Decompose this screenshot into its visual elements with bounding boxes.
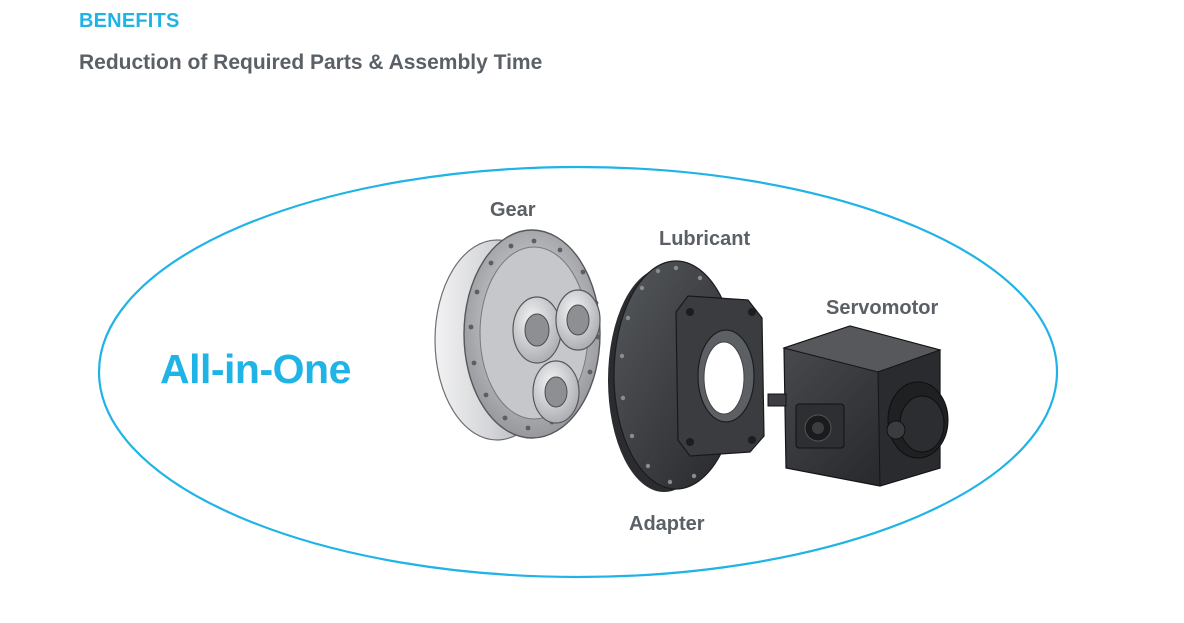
component-label-adapter: Adapter xyxy=(629,513,705,535)
adapter-flange-icon xyxy=(608,260,765,492)
section-tag: BENEFITS xyxy=(79,10,180,32)
lubricant-icon xyxy=(734,356,746,396)
component-label-gear: Gear xyxy=(490,199,536,221)
grouping-ellipse xyxy=(97,165,1059,579)
component-label-lubricant: Lubricant xyxy=(659,228,751,250)
all-in-one-heading: All-in-One xyxy=(160,346,351,392)
servomotor-icon xyxy=(767,325,949,487)
gear-reducer-icon xyxy=(434,229,601,441)
component-label-servomotor: Servomotor xyxy=(826,297,939,319)
page-subtitle: Reduction of Required Parts & Assembly T… xyxy=(79,51,543,74)
